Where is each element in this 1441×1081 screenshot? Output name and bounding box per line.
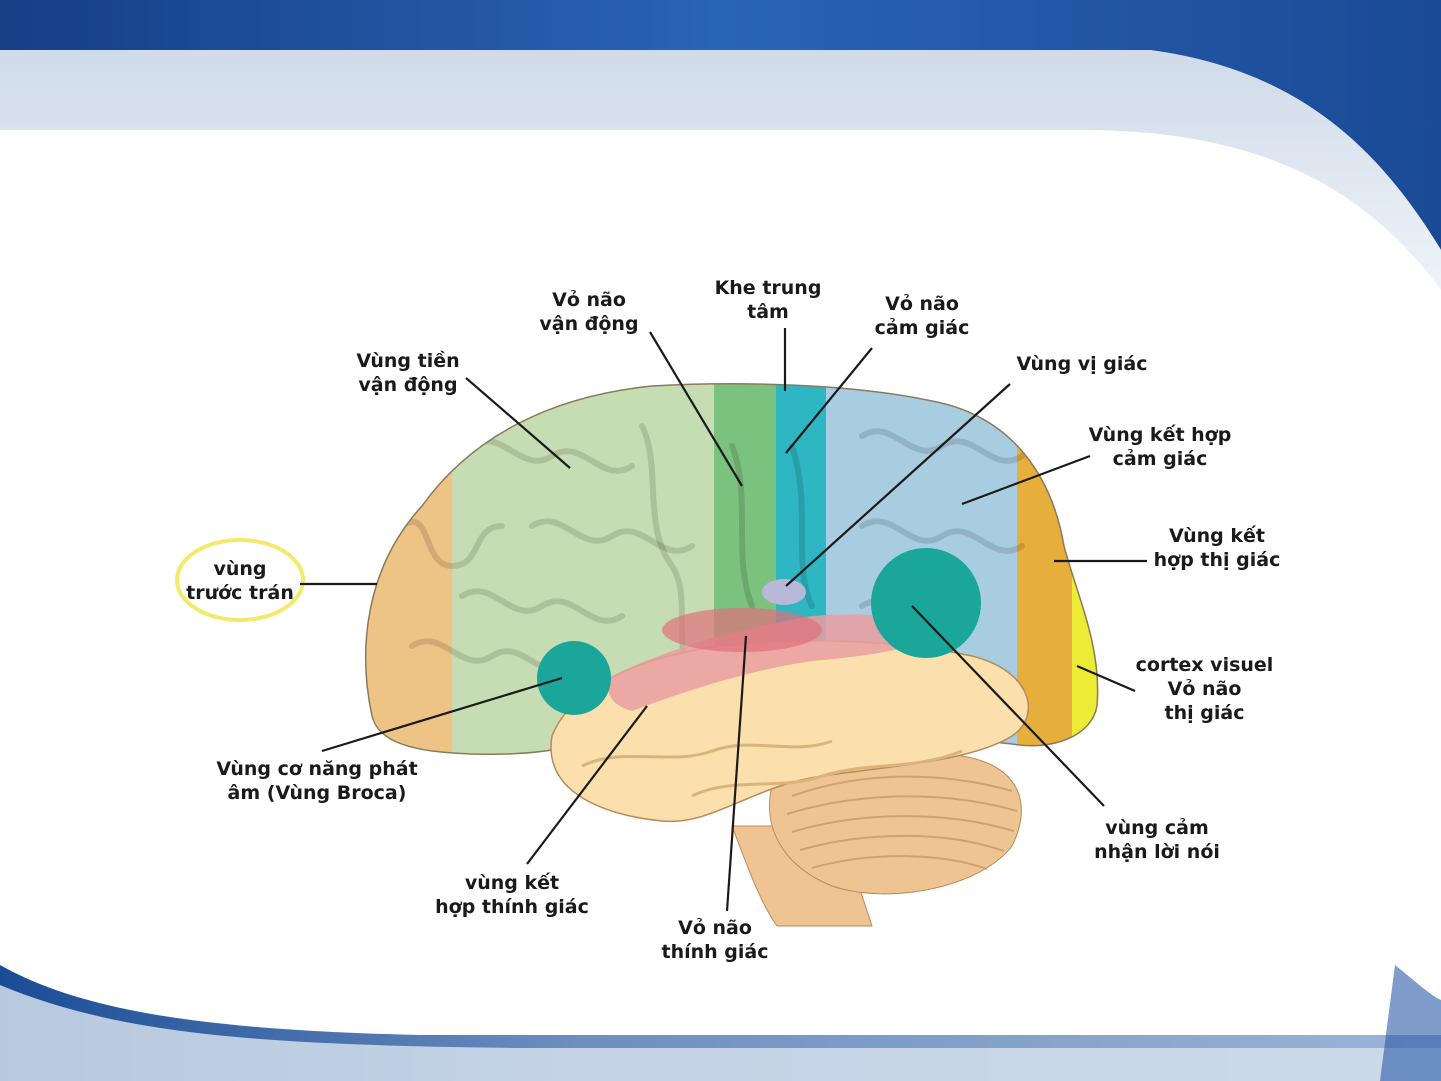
label-vung-tien-van-dong: Vùng tiền vận động [340,349,476,397]
label-vung-ket-hop-cam-giac: Vùng kết hợp cảm giác [1075,423,1245,471]
label-vo-nao-van-dong: Vỏ não vận động [524,288,654,336]
label-vung-ket-hop-thi-giac: Vùng kết hợp thị giác [1142,524,1292,572]
label-vo-nao-cam-giac: Vỏ não cảm giác [857,292,987,340]
label-vung-cam-nhan-loi-noi: vùng cảm nhận lời nói [1077,816,1237,864]
label-cortex-visuel: cortex visuel Vỏ não thị giác [1127,653,1282,725]
label-vo-nao-thinh-giac: Vỏ não thính giác [645,916,785,964]
label-vung-vi-giac: Vùng vị giác [992,352,1172,376]
primary-auditory [662,608,822,652]
label-khe-trung-tam: Khe trung tâm [702,276,834,324]
label-vung-truoc-tran: vùng trước trán [182,557,298,605]
wernicke-area [871,548,981,658]
label-vung-ket-hop-thinh-giac: vùng kết hợp thính giác [422,871,602,919]
gustatory-area [762,579,806,605]
brain-diagram: Vỏ não vận động Khe trung tâm Vỏ não cảm… [172,266,1296,982]
label-vung-broca: Vùng cơ năng phát âm (Vùng Broca) [192,757,442,805]
broca-area [537,641,611,715]
